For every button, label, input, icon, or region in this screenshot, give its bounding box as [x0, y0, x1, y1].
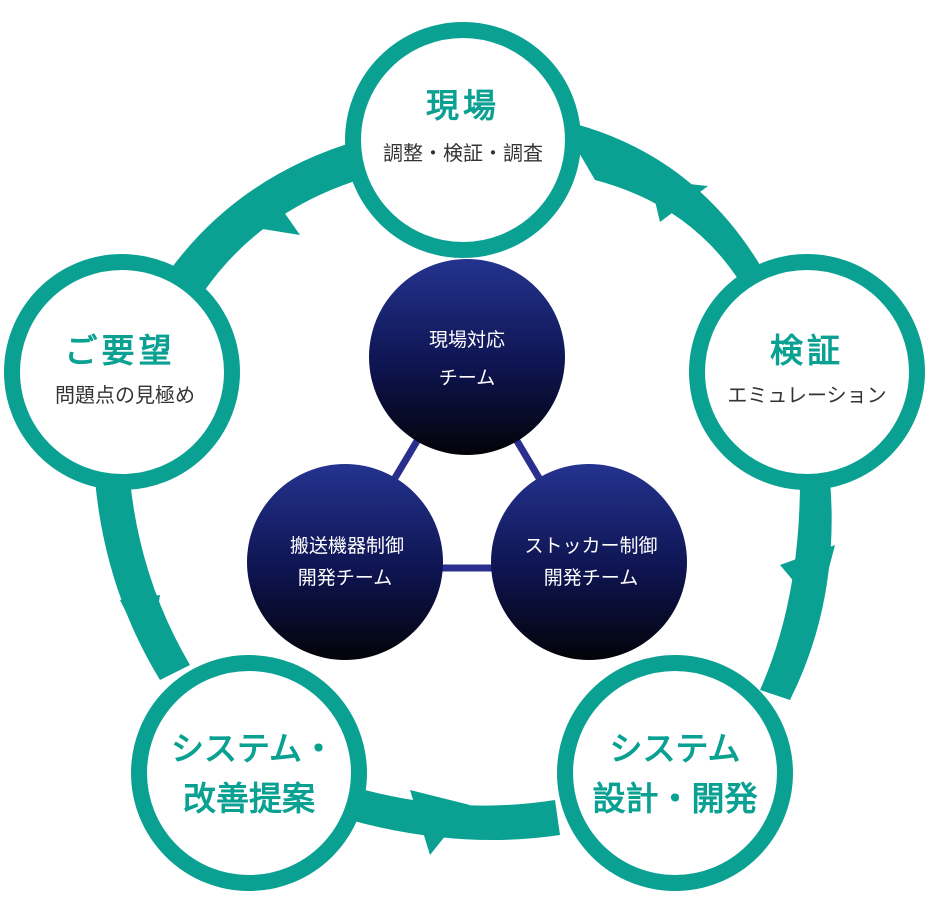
team-genba-taio: 現場対応 チーム [369, 259, 565, 455]
arrow-kensho-to-sekkei [760, 480, 832, 700]
node-sekkei-title-line2: 設計・開発 [593, 779, 759, 818]
arrowhead-kensho-to-sekkei [780, 545, 835, 610]
node-system-sekkei: システム 設計・開発 [557, 655, 793, 891]
node-system-kaizen: システム・ 改善提案 [131, 655, 367, 891]
arrowhead-yobo-to-genba [238, 185, 300, 235]
node-kensho: 検証 エミュレーション [689, 254, 925, 490]
arrowhead-genba-to-kensho [650, 180, 708, 222]
node-sekkei-title-line1: システム [609, 729, 740, 768]
node-genba: 現場 調整・検証・調査 [345, 22, 581, 258]
node-yobo-subtitle: 問題点の見極め [55, 383, 195, 407]
team-stocker: ストッカー制御 開発チーム [491, 464, 687, 660]
arrowhead-kaizen-to-yobo [120, 595, 160, 660]
team-hanso-line2: 開発チーム [298, 567, 392, 589]
team-hanso-kiki: 搬送機器制御 開発チーム [247, 464, 443, 660]
arrowhead-sekkei-to-kaizen [410, 790, 470, 855]
cycle-arrows [95, 120, 835, 855]
node-genba-subtitle: 調整・検証・調査 [383, 141, 543, 165]
team-stocker-line1: ストッカー制御 [524, 535, 657, 557]
arrow-kaizen-to-yobo [95, 480, 190, 680]
team-stocker-line2: 開発チーム [544, 567, 638, 589]
node-yobo-title: ご要望 [65, 331, 176, 370]
node-kensho-subtitle: エミュレーション [727, 383, 886, 407]
node-genba-title: 現場 [426, 86, 500, 125]
team-genba-line2: チーム [439, 367, 495, 389]
node-kaizen-title-line2: 改善提案 [183, 779, 316, 818]
node-kaizen-title-line1: システム・ [171, 729, 335, 768]
team-genba-line1: 現場対応 [429, 329, 505, 351]
node-kensho-title: 検証 [770, 331, 844, 370]
team-hanso-line1: 搬送機器制御 [290, 535, 404, 557]
node-yobo: ご要望 問題点の見極め [4, 254, 240, 490]
